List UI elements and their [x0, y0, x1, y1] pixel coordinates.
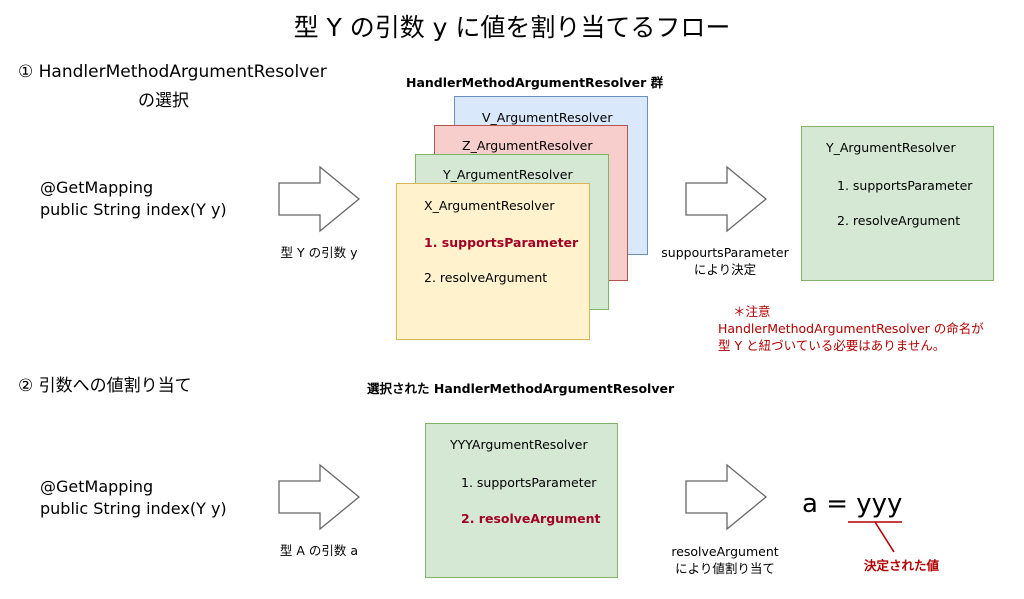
naming-note: ＊注意 HandlerMethodArgumentResolver の命名が 型… [718, 303, 984, 354]
section2-arrow-label: 型 A の引数 a [279, 543, 359, 558]
section1-heading-sub: の選択 [138, 91, 189, 111]
x-resolver-card: X_ArgumentResolver 1. supportsParameter … [396, 183, 590, 340]
section2-input-arrow [278, 463, 361, 531]
selected-y-resolver-card: Y_ArgumentResolver 1. supportsParameter … [801, 126, 994, 281]
x-resolver-name: X_ArgumentResolver [424, 198, 555, 213]
yyy-resolver-name: YYYArgumentResolver [450, 437, 588, 452]
section1-decision-label: suppourtsParameter により決定 [645, 244, 805, 278]
section1-decision-label-line2: により決定 [693, 262, 757, 277]
result-note: 決定された値 [864, 558, 940, 573]
selected-y-resolver-name: Y_ArgumentResolver [826, 140, 956, 155]
section2-code-annotation: @GetMapping [40, 477, 154, 496]
naming-note-line2: 型 Y と紐づいている必要はありません。 [718, 338, 946, 353]
section2-assign-label-line1: resolveArgument [671, 544, 779, 559]
section2-assign-label: resolveArgument により値割り当て [645, 543, 805, 577]
selected-resolver-label: 選択された HandlerMethodArgumentResolver [367, 381, 675, 396]
section1-arrow-label: 型 Y の引数 y [280, 245, 358, 260]
section2-assign-arrow [685, 463, 768, 531]
section1-code-annotation: @GetMapping [40, 178, 154, 197]
result-underline-callout [848, 521, 902, 553]
diagram-title: 型 Y の引数 y に値を割り当てるフロー [293, 13, 731, 42]
naming-note-title: ＊注意 [733, 304, 771, 319]
selected-y-supports-parameter: 1. supportsParameter [837, 178, 973, 193]
resolver-group-label: HandlerMethodArgumentResolver 群 [406, 75, 664, 90]
y-resolver-name: Y_ArgumentResolver [443, 167, 573, 182]
x-supports-parameter: 1. supportsParameter [424, 235, 579, 250]
naming-note-line1: HandlerMethodArgumentResolver の命名が [718, 321, 984, 336]
yyy-resolver-card: YYYArgumentResolver 1. supportsParameter… [425, 423, 618, 578]
section1-decision-arrow [685, 165, 768, 233]
section2-code-signature: public String index(Y y) [40, 499, 227, 518]
selected-y-resolve-argument: 2. resolveArgument [837, 213, 961, 228]
yyy-resolve-argument: 2. resolveArgument [461, 511, 601, 526]
section1-code-signature: public String index(Y y) [40, 200, 227, 219]
section1-heading: ① HandlerMethodArgumentResolver [18, 62, 327, 82]
section2-heading: ② 引数への値割り当て [18, 376, 192, 396]
result-expression: a = yyy [802, 489, 903, 519]
yyy-supports-parameter: 1. supportsParameter [461, 475, 597, 490]
x-resolve-argument: 2. resolveArgument [424, 270, 548, 285]
section1-input-arrow [278, 165, 361, 233]
z-resolver-name: Z_ArgumentResolver [462, 138, 593, 153]
section2-assign-label-line2: により値割り当て [675, 561, 775, 576]
section1-decision-label-line1: suppourtsParameter [661, 245, 789, 260]
v-resolver-name: V_ArgumentResolver [482, 110, 613, 125]
